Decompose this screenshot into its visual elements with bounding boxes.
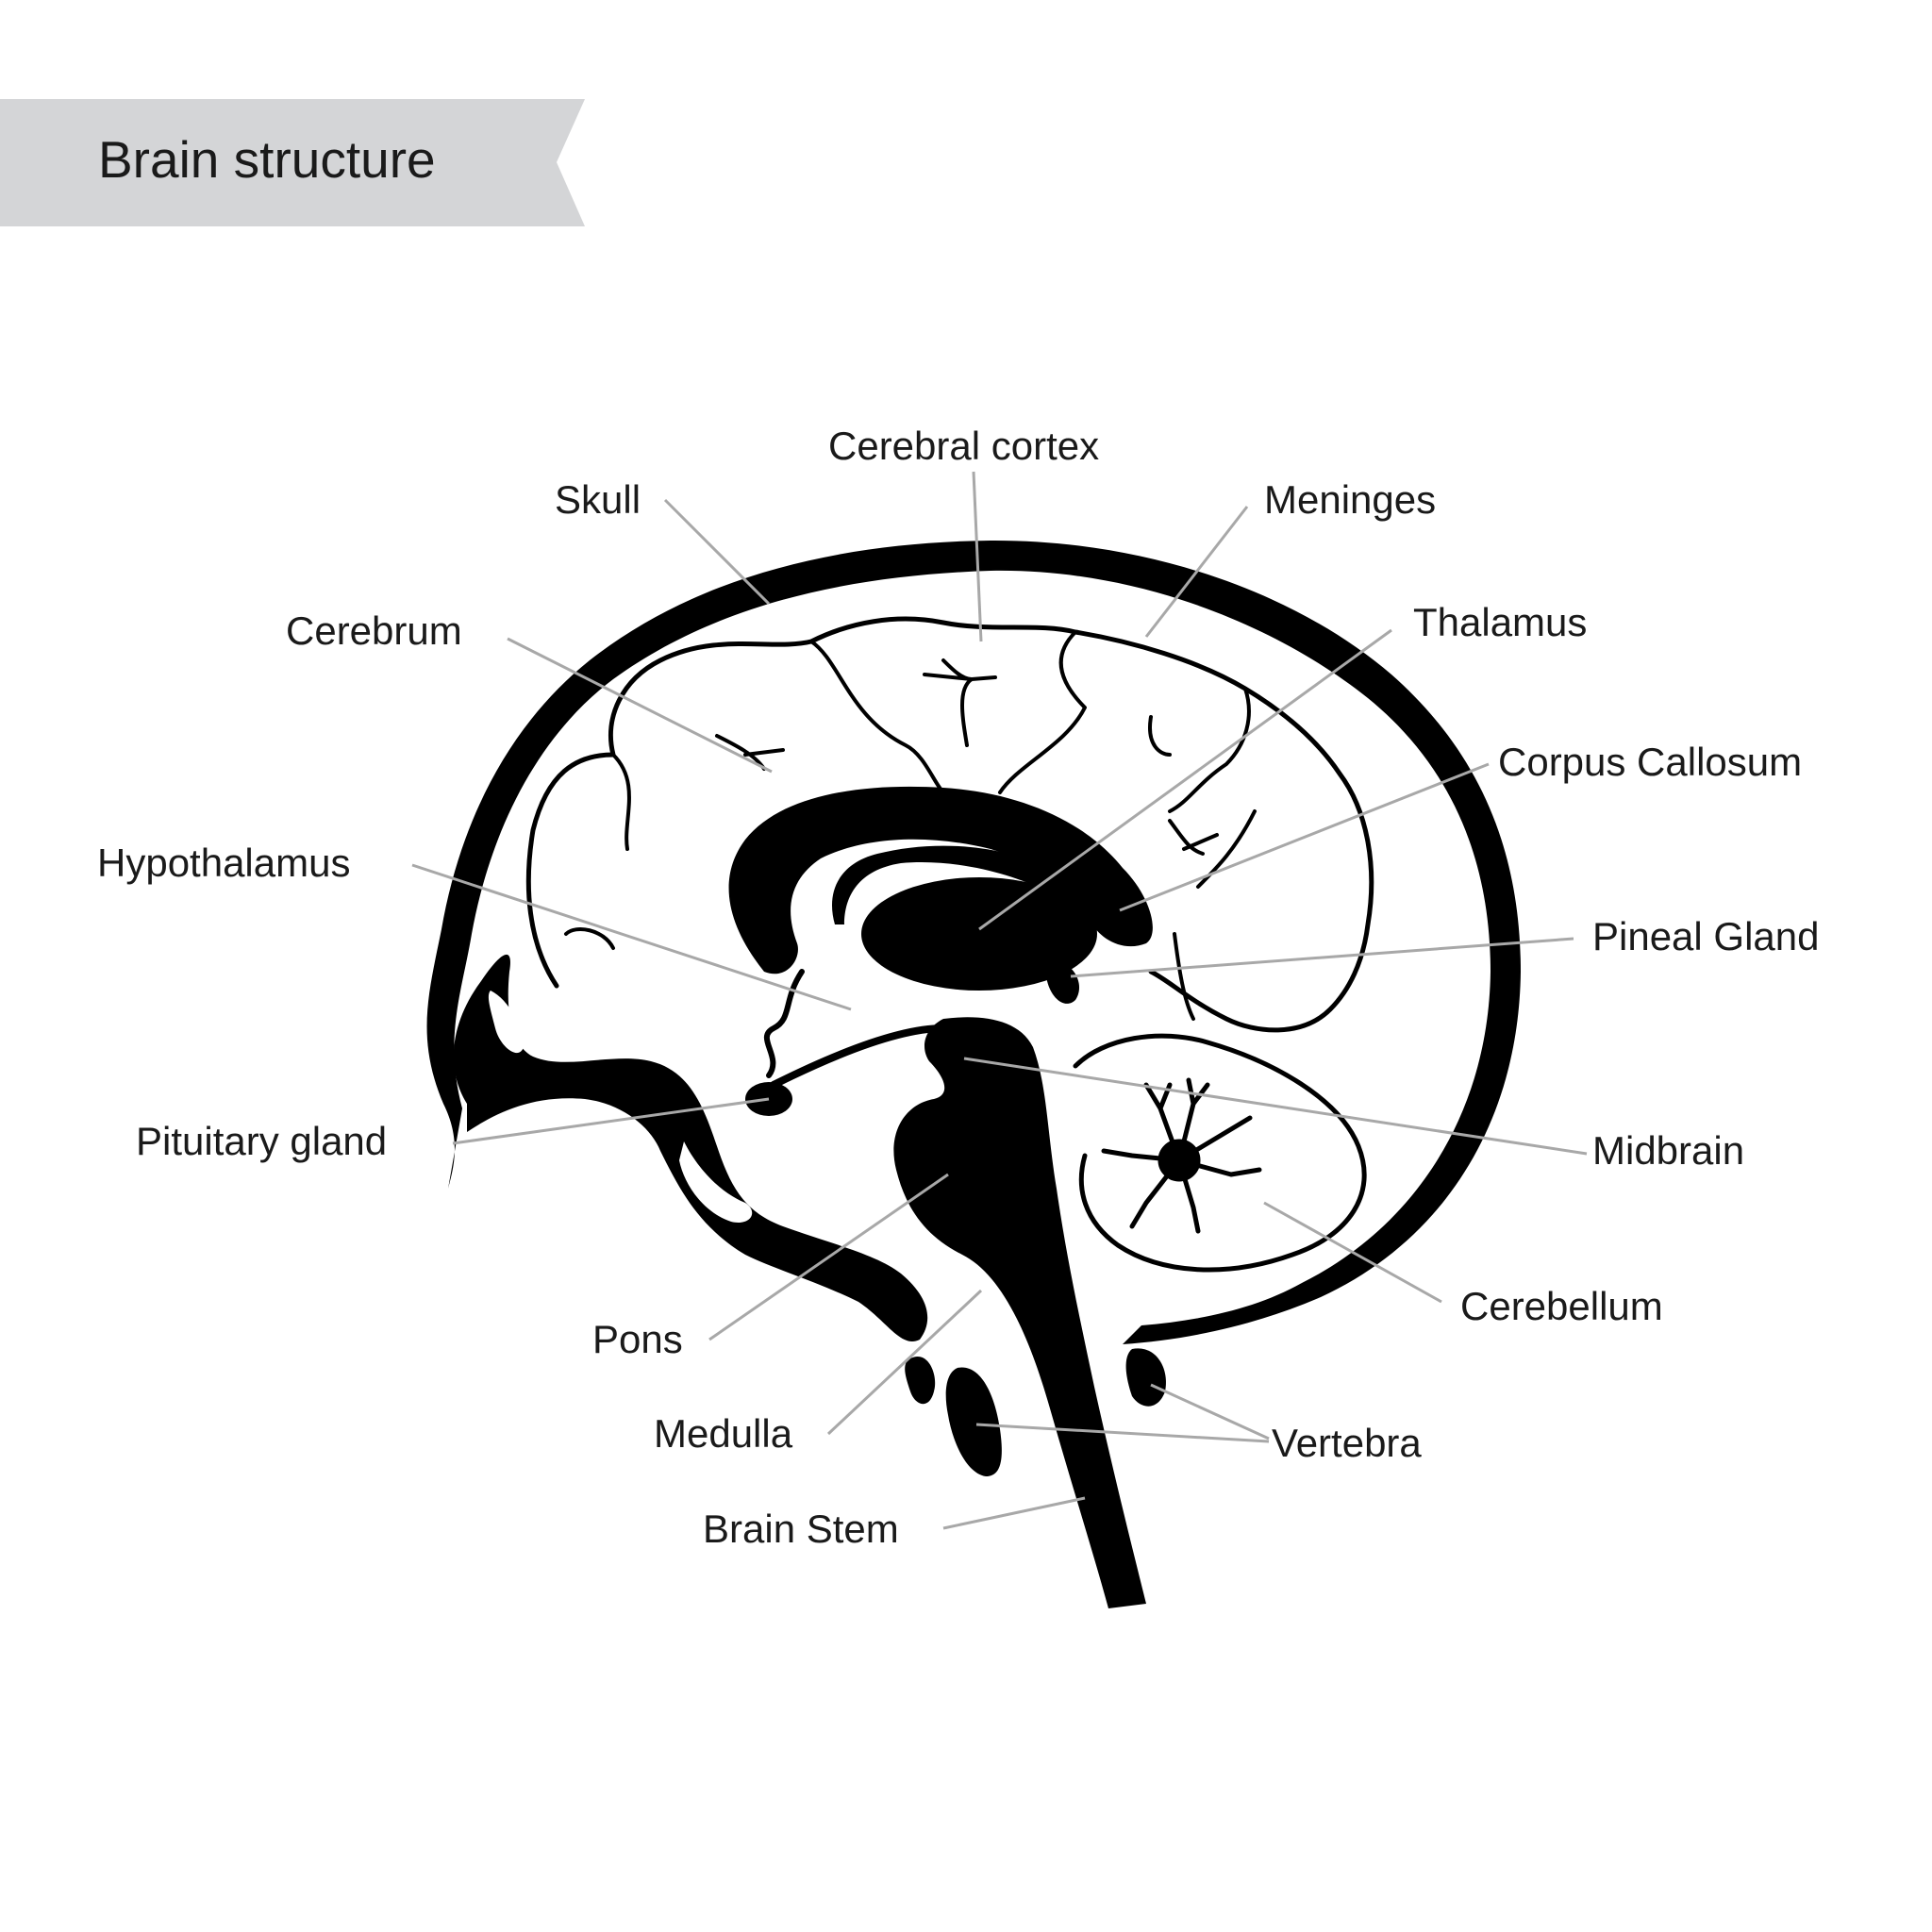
corpus-callosum-inner (832, 845, 1094, 924)
cerebrum-fold-lines (564, 630, 1257, 1021)
label-cerebellum: Cerebellum (1460, 1284, 1663, 1328)
leader-cerebellum (1263, 1201, 1442, 1304)
skull-cavity-lower (679, 1141, 753, 1223)
skull-cavity-upper (488, 991, 524, 1054)
leader-skull (663, 498, 771, 606)
label-thalamus: Thalamus (1413, 600, 1588, 644)
leader-hypothalamus (411, 863, 852, 1011)
leader-meninges (1144, 506, 1249, 638)
leader-cerebrum (507, 637, 773, 774)
label-medulla: Medulla (654, 1411, 793, 1456)
vertebra-shape-center (945, 1367, 1002, 1476)
label-meninges: Meninges (1264, 477, 1437, 522)
vertebra-shape-right (1125, 1348, 1166, 1407)
leader-pineal-gland (1070, 937, 1574, 978)
leader-pituitary-gland (452, 1097, 770, 1145)
label-brain-stem: Brain Stem (703, 1507, 899, 1551)
label-pineal-gland: Pineal Gland (1592, 914, 1820, 958)
leader-lines (411, 471, 1588, 1530)
cerebellum-arbor (1101, 1077, 1262, 1234)
skull-base (453, 954, 928, 1341)
label-cerebrum: Cerebrum (286, 608, 462, 653)
leader-corpus-callosum (1119, 762, 1490, 912)
title-banner (0, 99, 585, 226)
leader-cerebral-cortex (972, 471, 983, 642)
leader-midbrain (963, 1057, 1588, 1156)
cerebellum-outline (1073, 1033, 1367, 1273)
hypothalamus-shape (770, 1024, 947, 1089)
thalamus-shape (861, 877, 1097, 991)
label-cerebral-cortex: Cerebral cortex (828, 424, 1100, 468)
leader-vertebra-center (975, 1423, 1270, 1443)
label-hypothalamus: Hypothalamus (97, 841, 351, 885)
label-corpus-callosum: Corpus Callosum (1498, 740, 1803, 784)
page-title: Brain structure (98, 130, 436, 189)
label-pituitary-gland: Pituitary gland (136, 1119, 388, 1163)
leader-vertebra-right (1150, 1383, 1270, 1441)
leader-thalamus (978, 628, 1392, 931)
brainstem-shape (893, 1017, 1146, 1608)
vertebra-shape-left (905, 1357, 936, 1405)
leader-medulla (826, 1289, 983, 1436)
pineal-gland-shape (1045, 958, 1080, 1004)
label-skull: Skull (555, 477, 641, 522)
leader-pons (708, 1173, 949, 1341)
label-midbrain: Midbrain (1592, 1128, 1745, 1173)
label-pons: Pons (592, 1317, 683, 1361)
leader-brain-stem (942, 1496, 1086, 1530)
pituitary-stalk (763, 969, 805, 1078)
corpus-callosum-shape (728, 786, 1153, 974)
label-vertebra: Vertebra (1272, 1421, 1422, 1465)
